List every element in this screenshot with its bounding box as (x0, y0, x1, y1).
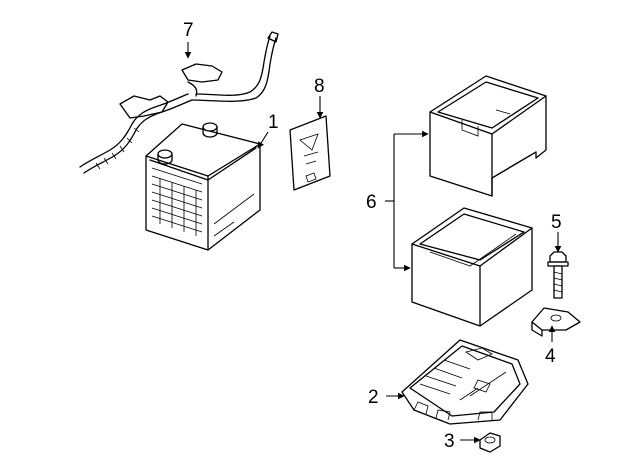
callout-3: 3 (444, 431, 455, 452)
callout-5: 5 (551, 212, 562, 233)
battery[interactable] (145, 122, 261, 251)
battery-cable-harness[interactable] (79, 31, 279, 174)
callout-1: 1 (268, 112, 279, 133)
leader-lines (184, 42, 562, 444)
hold-down-bolt[interactable] (547, 251, 569, 299)
callout-6: 6 (366, 192, 377, 213)
callout-2: 2 (368, 387, 379, 408)
battery-tray[interactable] (401, 339, 529, 425)
warning-label[interactable] (289, 115, 331, 191)
callout-4: 4 (545, 346, 556, 367)
battery-box[interactable] (411, 207, 533, 327)
callout-7: 7 (183, 20, 194, 41)
hex-nut[interactable] (479, 432, 501, 453)
battery-cover[interactable] (429, 75, 547, 197)
hold-down-clamp[interactable] (531, 307, 581, 337)
callout-8: 8 (314, 76, 325, 97)
